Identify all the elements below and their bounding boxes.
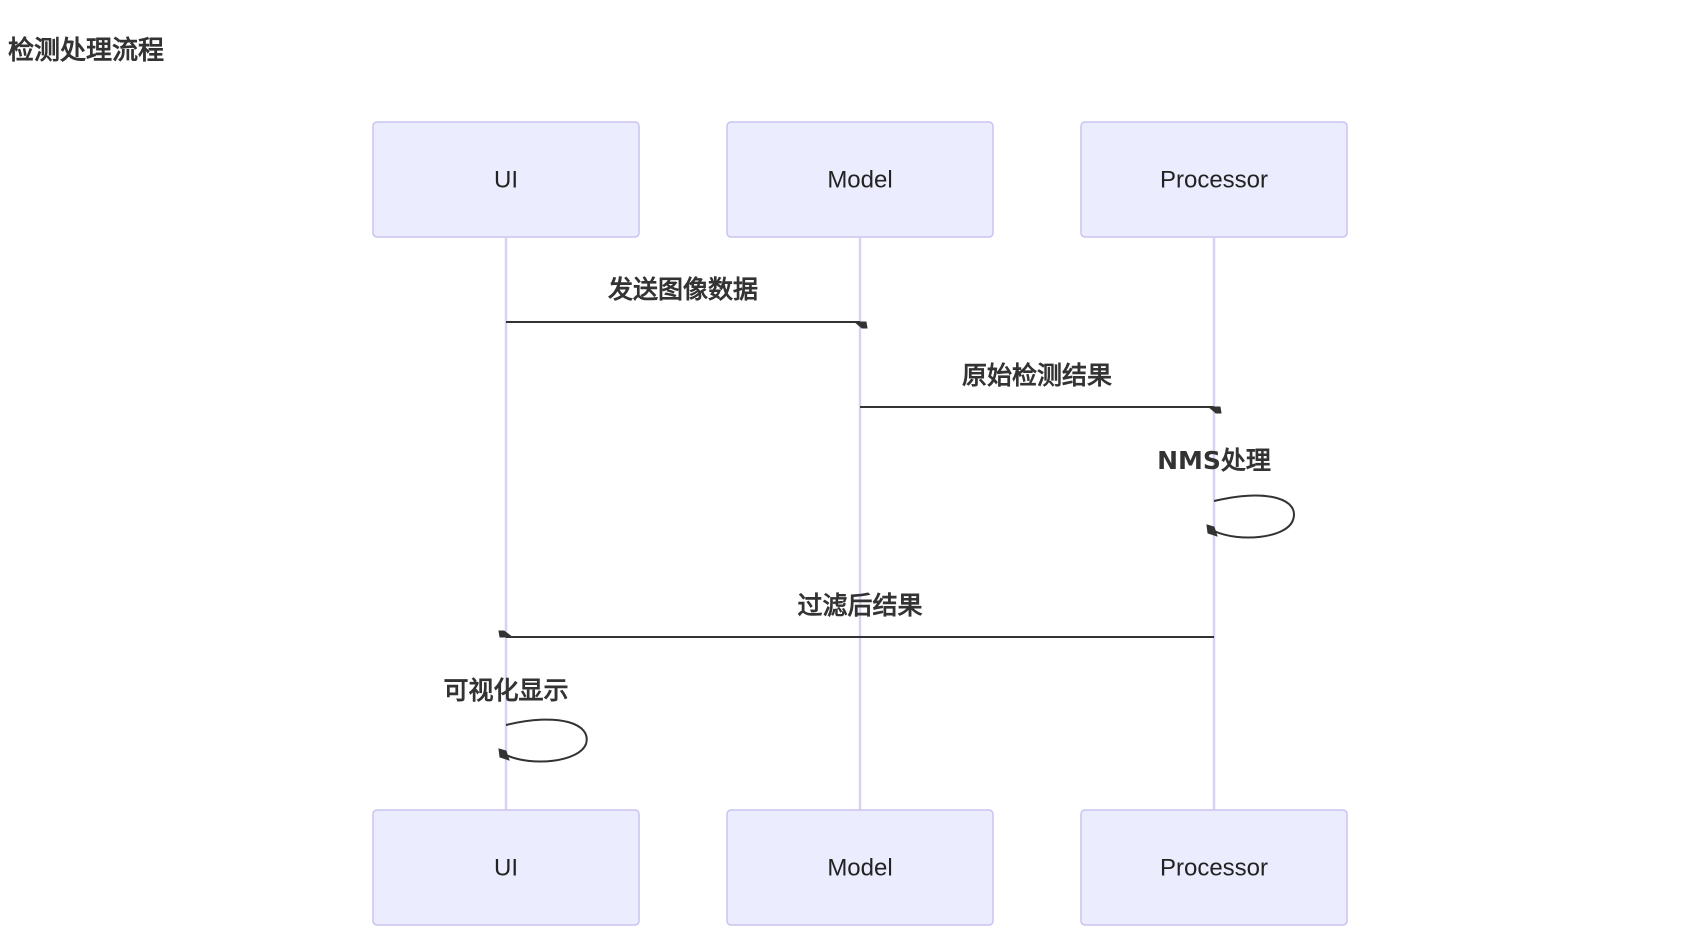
actor-bottom-processor-label: Processor <box>1160 854 1268 881</box>
arrowhead <box>853 321 868 329</box>
message-send-image-label: 发送图像数据 <box>607 275 758 304</box>
actor-bottom-processor[interactable]: Processor <box>1080 809 1348 926</box>
actor-bottom-ui[interactable]: UI <box>372 809 640 926</box>
message-nms: NMS处理 <box>1157 446 1295 539</box>
actor-bottom-model[interactable]: Model <box>726 809 994 926</box>
actor-top-processor-label: Processor <box>1160 166 1268 193</box>
actor-top-model[interactable]: Model <box>726 121 994 238</box>
message-raw-results: 原始检测结果 <box>860 361 1222 414</box>
message-visualize-label: 可视化显示 <box>443 676 568 705</box>
arrowhead <box>1206 524 1218 537</box>
message-send-image: 发送图像数据 <box>506 275 868 329</box>
message-visualize: 可视化显示 <box>443 676 588 763</box>
message-filtered-results-label: 过滤后结果 <box>797 591 922 620</box>
message-nms-label: NMS处理 <box>1157 446 1271 475</box>
message-raw-results-label: 原始检测结果 <box>962 361 1112 390</box>
actor-top-ui[interactable]: UI <box>372 121 640 238</box>
arrowhead <box>498 630 514 638</box>
actor-top-processor[interactable]: Processor <box>1080 121 1348 238</box>
message-filtered-results: 过滤后结果 <box>498 591 1214 638</box>
actor-bottom-model-label: Model <box>827 854 892 881</box>
arrowhead <box>1207 406 1222 414</box>
actor-bottom-ui-label: UI <box>494 854 518 881</box>
arrowhead <box>498 748 510 761</box>
page-title: 检测处理流程 <box>8 36 165 66</box>
actor-top-ui-label: UI <box>494 166 518 193</box>
actor-top-model-label: Model <box>827 166 892 193</box>
